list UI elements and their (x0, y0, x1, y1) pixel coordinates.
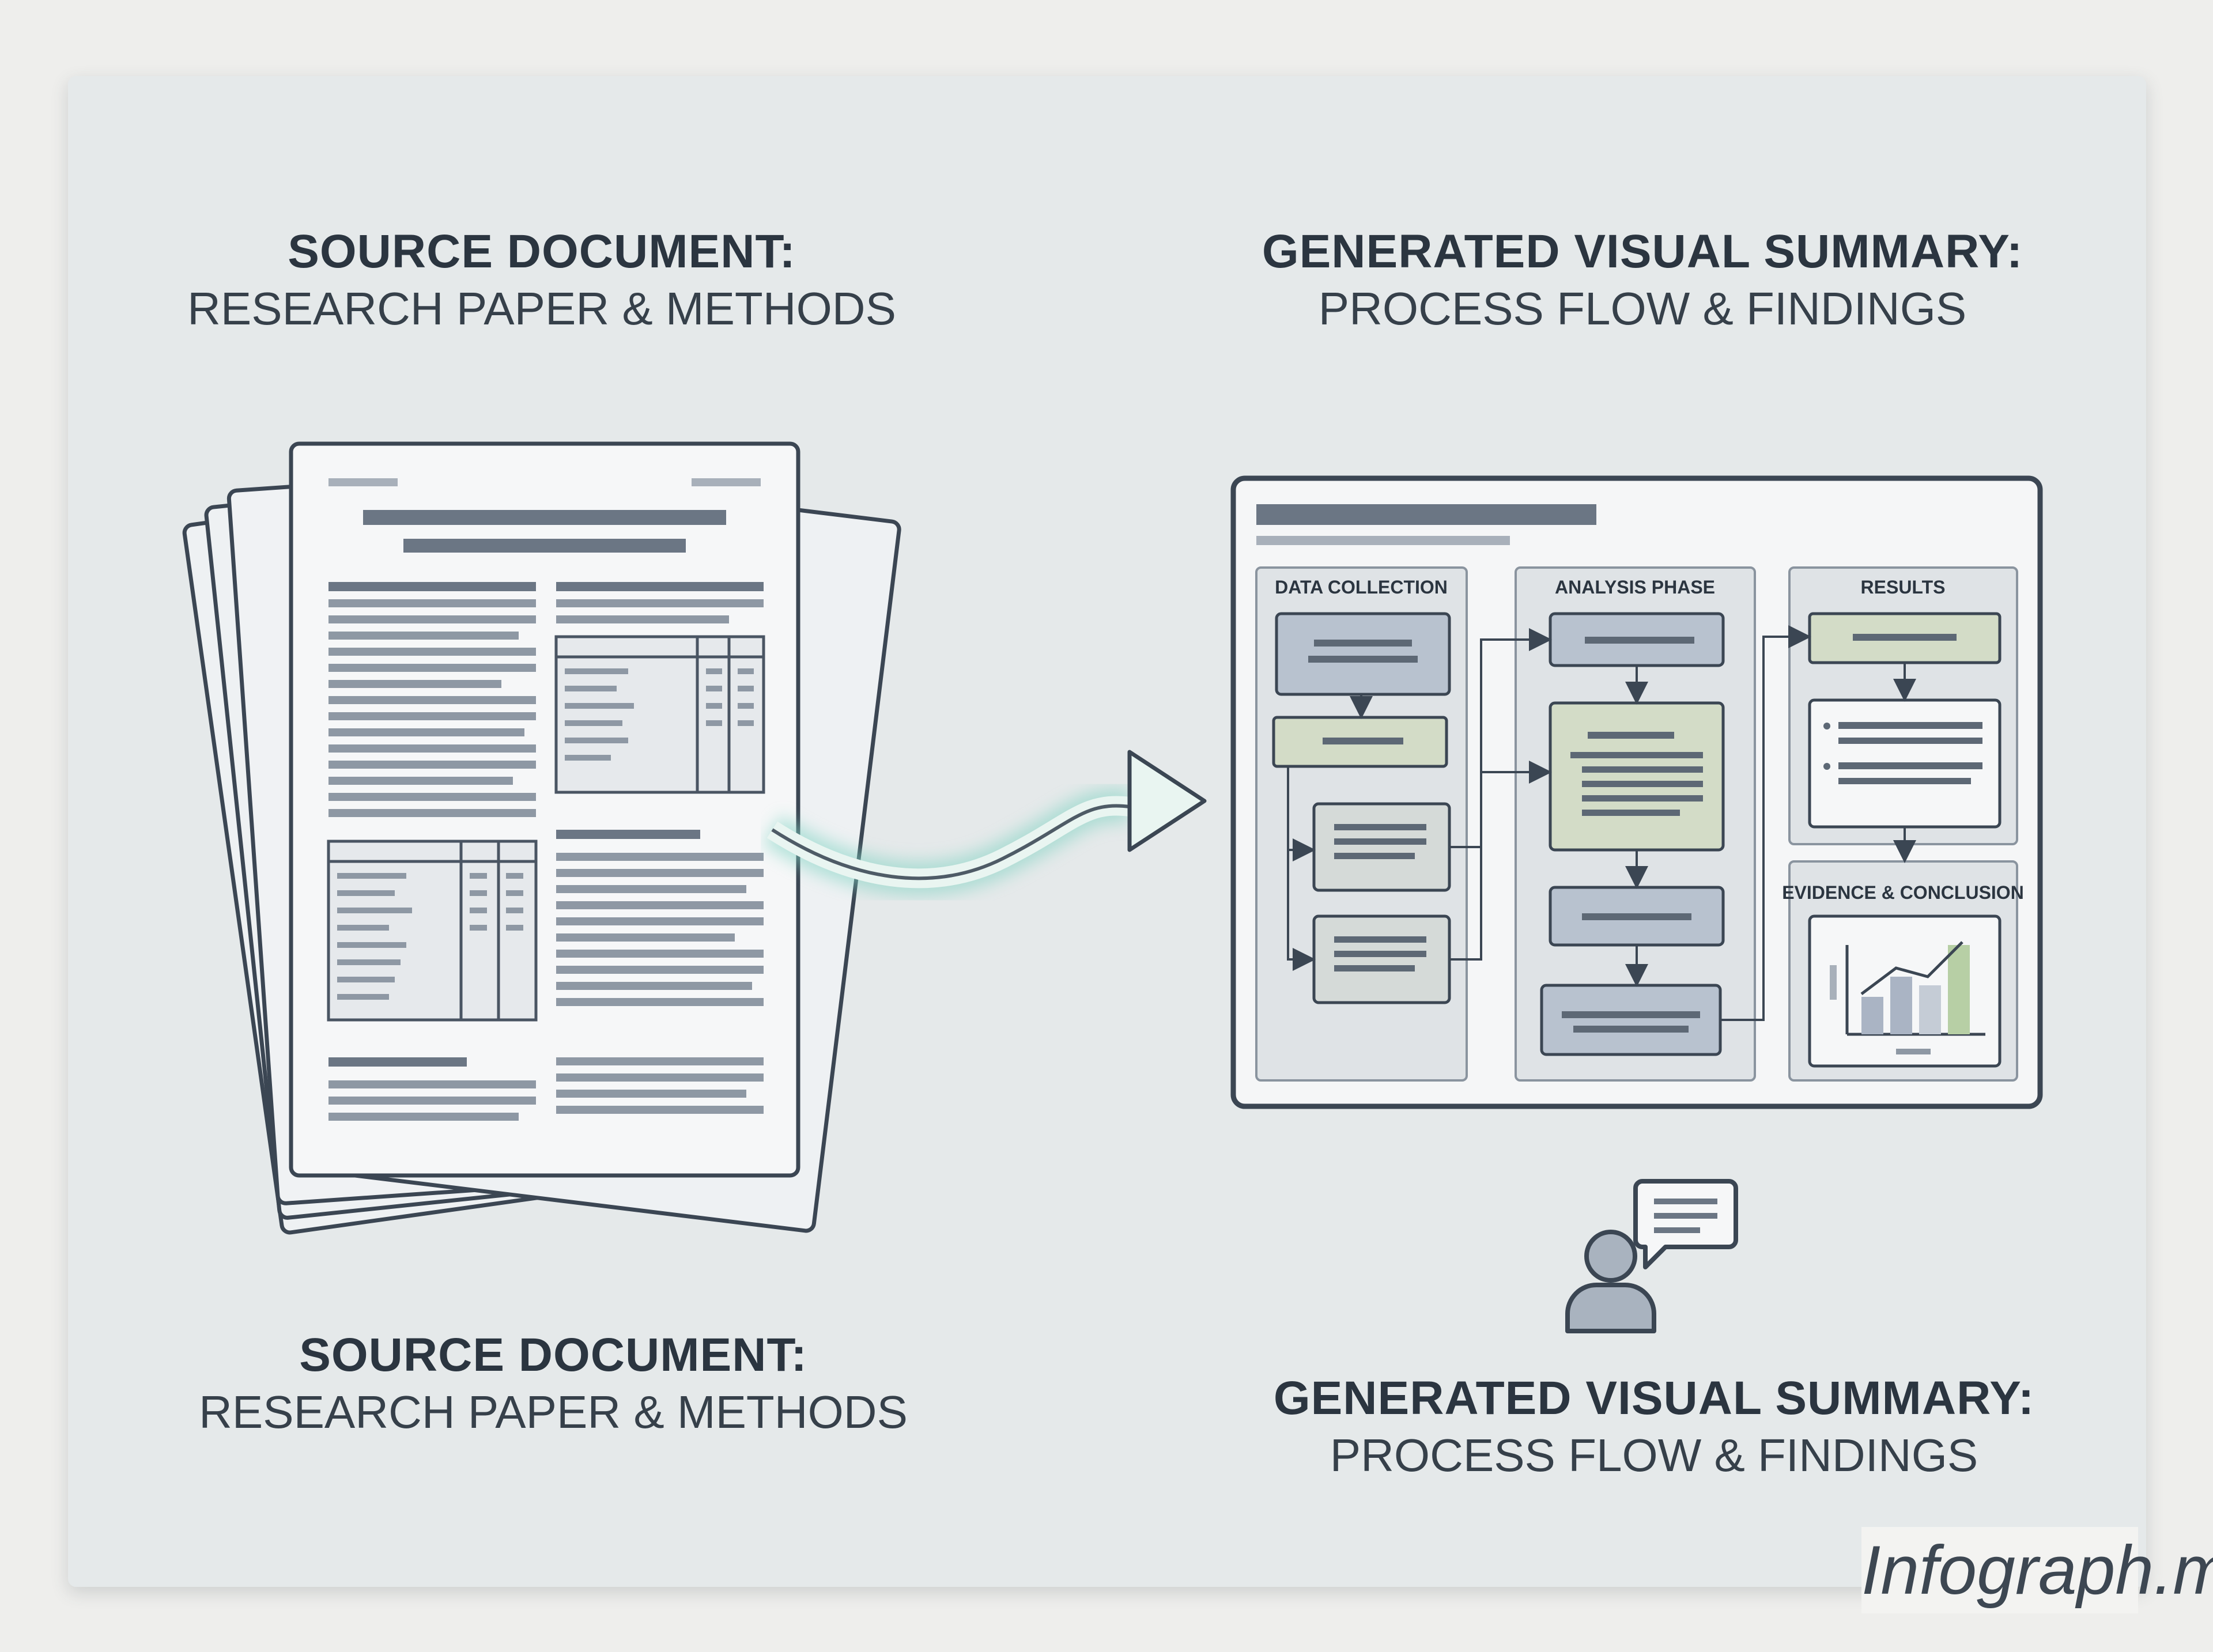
top-right-label: GENERATED VISUAL SUMMARY: PROCESS FLOW &… (1239, 225, 2046, 335)
bottom-left-label-subtitle: RESEARCH PAPER & METHODS (199, 1386, 908, 1438)
bottom-left-label: SOURCE DOCUMENT: RESEARCH PAPER & METHOD… (173, 1328, 934, 1439)
top-left-label-title: SOURCE DOCUMENT: (288, 225, 796, 278)
transform-arrow (762, 750, 1207, 896)
top-right-label-title: GENERATED VISUAL SUMMARY: (1262, 225, 2023, 278)
top-right-label-subtitle: PROCESS FLOW & FINDINGS (1318, 283, 1967, 334)
brand-watermark: Infograph.me (1861, 1527, 2213, 1613)
top-left-label: SOURCE DOCUMENT: RESEARCH PAPER & METHOD… (161, 225, 922, 335)
top-left-label-subtitle: RESEARCH PAPER & METHODS (187, 283, 896, 334)
bottom-left-label-title: SOURCE DOCUMENT: (299, 1329, 807, 1381)
source-document-stack (182, 441, 901, 1235)
evidence-conclusion-title: EVIDENCE & CONCLUSION (1782, 882, 2024, 903)
bottom-right-label: GENERATED VISUAL SUMMARY: PROCESS FLOW &… (1251, 1371, 2057, 1482)
evidence-mini-chart (1830, 941, 1985, 1054)
visual-summary-panel: DATA COLLECTION ANALYSIS PHASE RESULTS E… (1230, 475, 2043, 1109)
column-title-data-collection: DATA COLLECTION (1275, 577, 1448, 598)
column-title-results: RESULTS (1861, 577, 1946, 598)
bottom-right-label-title: GENERATED VISUAL SUMMARY: (1273, 1372, 2035, 1424)
user-speech-icon (1565, 1179, 1738, 1333)
bottom-right-label-subtitle: PROCESS FLOW & FINDINGS (1330, 1430, 1978, 1481)
column-title-analysis-phase: ANALYSIS PHASE (1555, 577, 1715, 598)
